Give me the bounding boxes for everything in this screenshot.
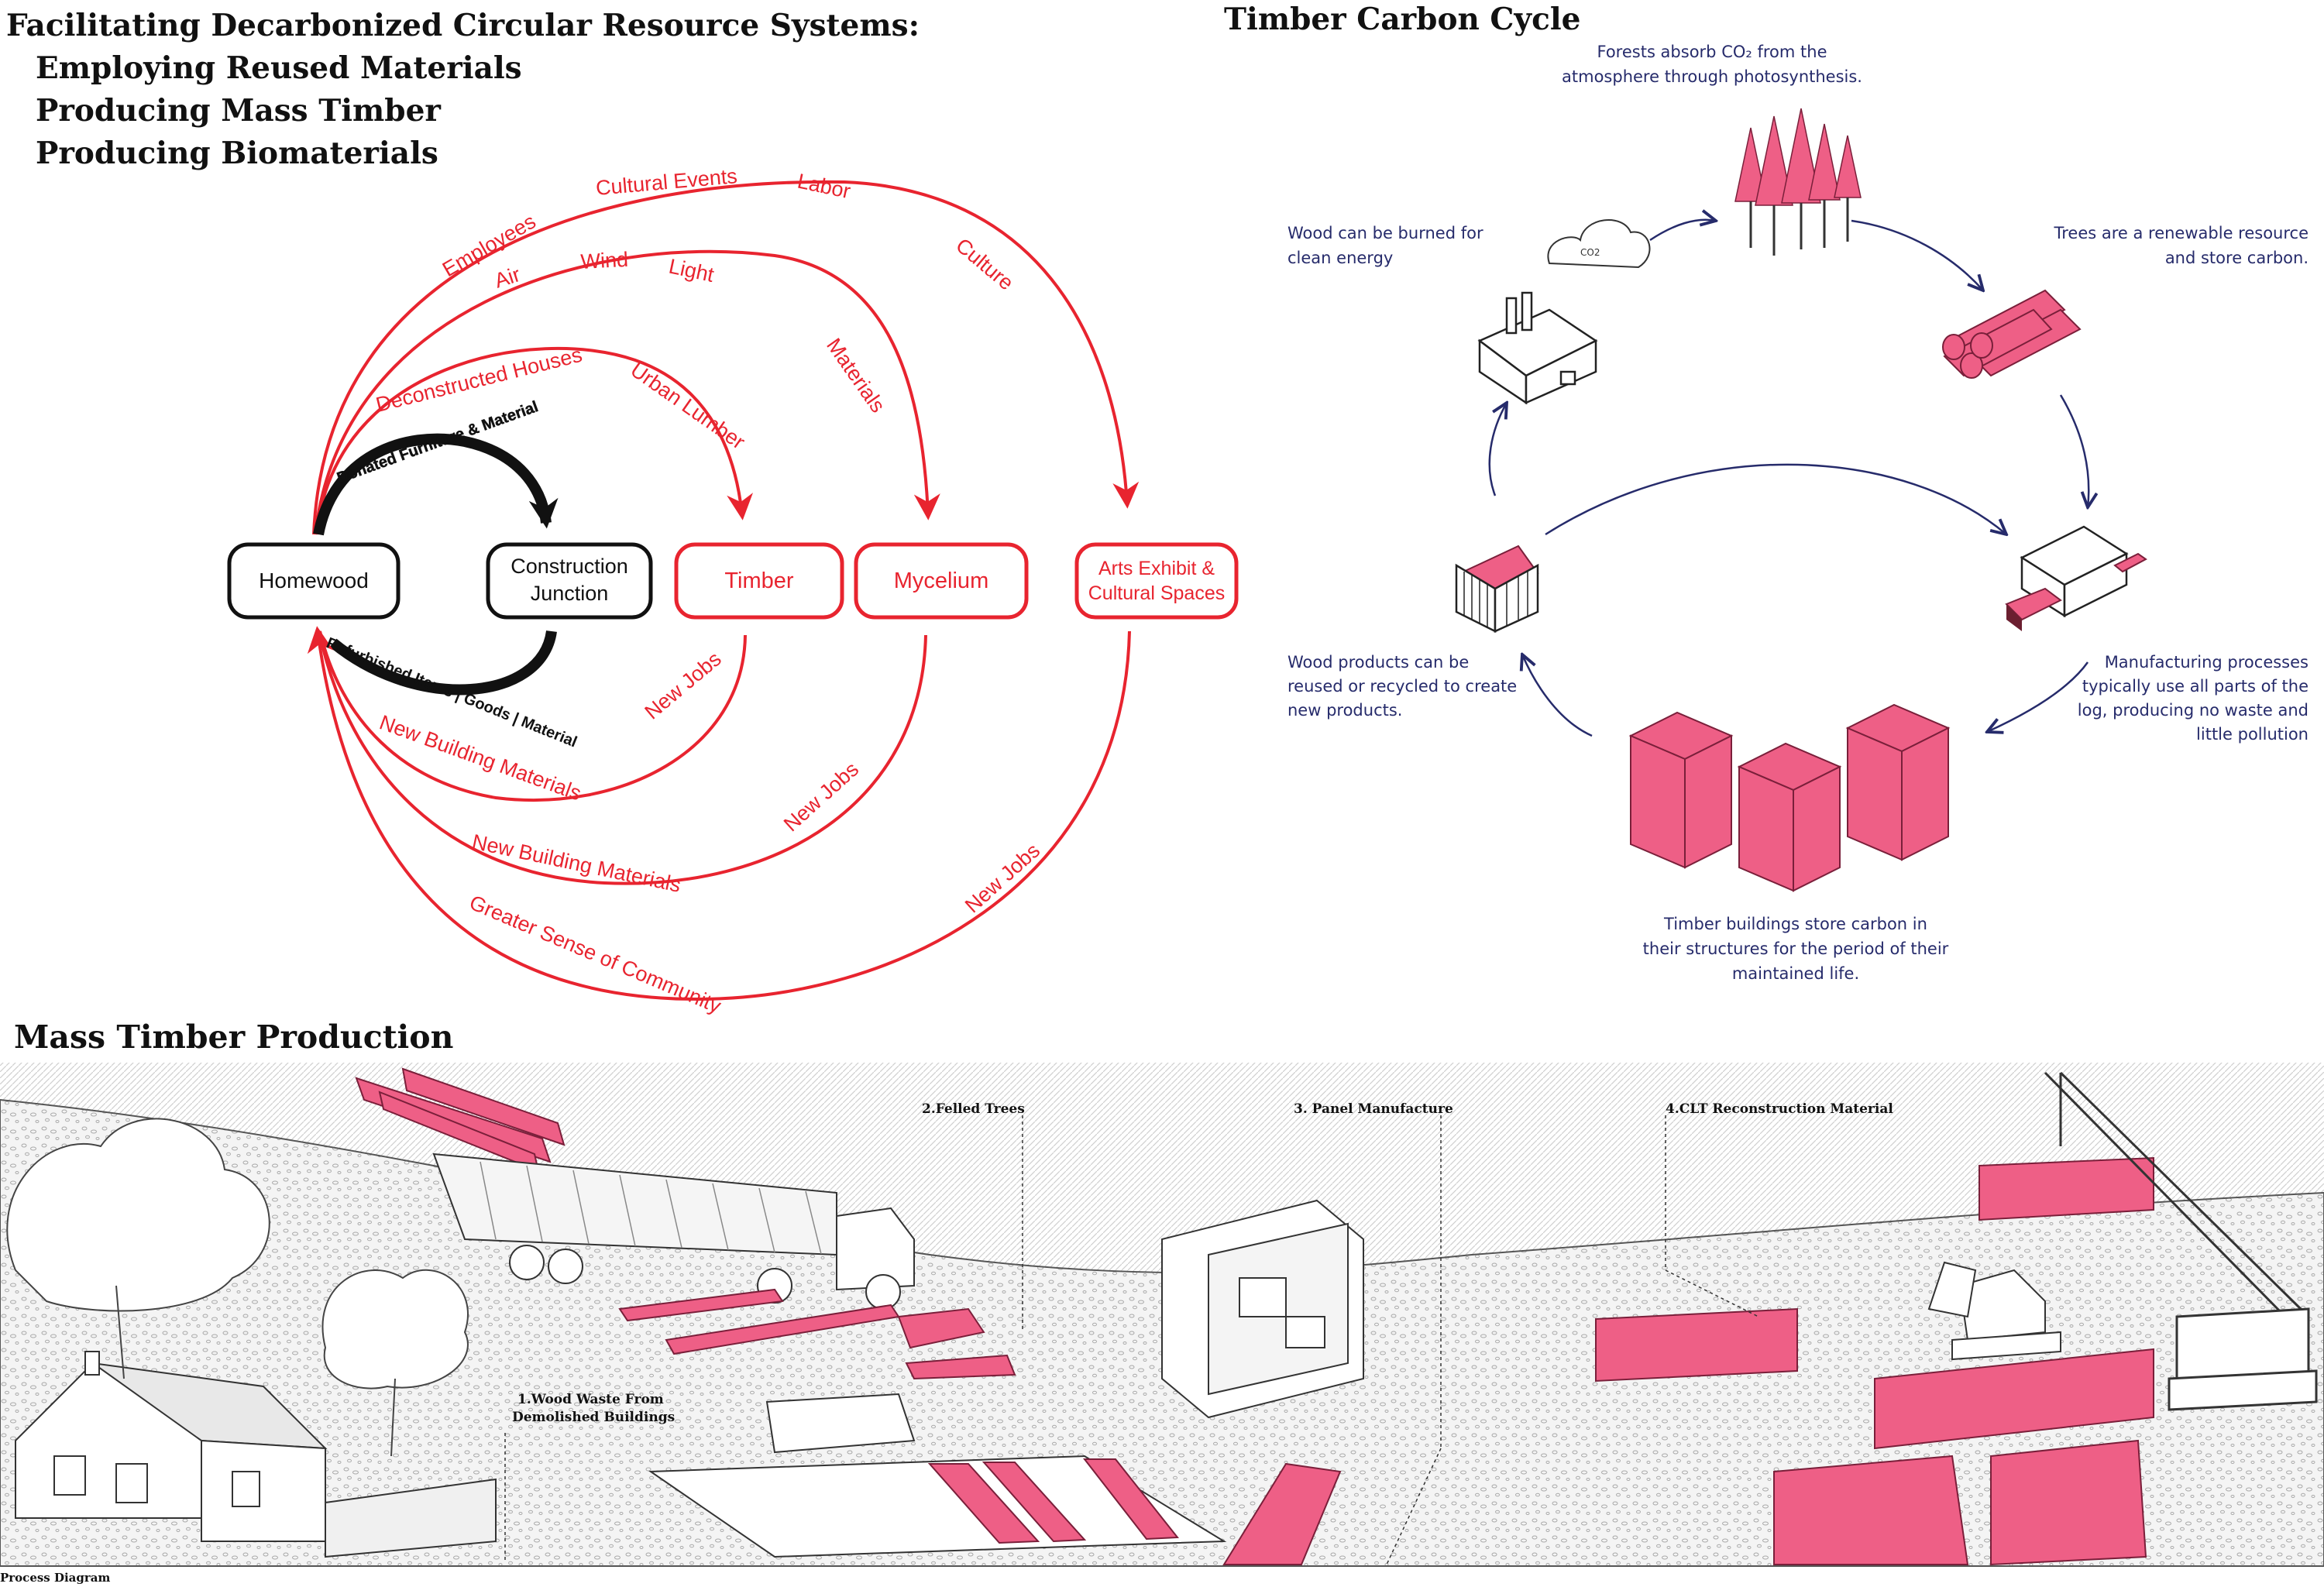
main-title: Facilitating Decarbonized Circular Resou… [6, 5, 920, 175]
step3-label: 3. Panel Manufacture [1294, 1101, 1453, 1117]
manufacturing-text-3: log, producing no waste and [2078, 701, 2309, 720]
cycle-arrow-3 [2059, 394, 2089, 507]
lumber-stack [1222, 1462, 1342, 1565]
step2-label: 2.Felled Trees [922, 1101, 1025, 1117]
carbon-cycle-diagram: CO2 [1287, 43, 2309, 983]
cycle-arrow-2 [1851, 219, 1983, 290]
node-arts: Arts Exhibit & Cultural Spaces [1074, 542, 1239, 620]
wood-products-icon [1455, 544, 1539, 634]
arc-return-timber [318, 630, 747, 802]
title-line-1: Facilitating Decarbonized Circular Resou… [6, 8, 920, 43]
arc-return-arts [307, 626, 1131, 1001]
house-illustration [15, 1351, 497, 1558]
arc-inner [315, 347, 754, 535]
renewable-text-2: and store carbon. [2165, 249, 2309, 267]
cycle-arrow-5 [1522, 654, 1593, 737]
arc-middle [314, 249, 940, 535]
buildings-text-3: maintained life. [1732, 964, 1859, 983]
forest-icon [1734, 108, 1862, 256]
incoming-logs [355, 1067, 566, 1173]
felled-trees [618, 1288, 1016, 1380]
manufacturing-text-2: typically use all parts of the [2082, 677, 2309, 696]
reused-text-3: new products. [1287, 701, 1402, 720]
arc-donated [313, 433, 559, 536]
arc-return-mycelium [318, 630, 927, 885]
carbon-cycle-title: Timber Carbon Cycle [1224, 2, 1581, 37]
excavator-illustration [1927, 1261, 2061, 1361]
trees-illustration [6, 1118, 469, 1457]
forests-text-1: Forests absorb CO₂ from the [1597, 43, 1827, 61]
clt-panels [1595, 1156, 2154, 1566]
manufacturing-text-1: Manufacturing processes [2105, 653, 2309, 672]
reused-text-2: reused or recycled to create [1287, 677, 1517, 696]
node-construction-label-2: Junction [531, 582, 609, 605]
title-line-2: Employing Reused Materials [36, 50, 522, 86]
cycle-arrow-6 [1488, 403, 1507, 496]
forests-text-2: atmosphere through photosynthesis. [1562, 67, 1862, 86]
step1-label-b: Demolished Buildings [512, 1410, 675, 1425]
title-line-4: Producing Biomaterials [36, 136, 438, 171]
node-construction-junction: Construction Junction [486, 542, 653, 620]
timber-buildings-icon [1628, 703, 1951, 892]
panel-machine [1161, 1199, 1364, 1419]
conveyor-table [648, 1393, 1227, 1558]
circular-flow-diagram: Homewood Construction Junction Timber My… [227, 164, 1239, 1018]
cloud-co2-label: CO2 [1580, 247, 1600, 258]
node-construction-label-1: Construction [511, 555, 628, 578]
process-caption: Process Diagram [0, 1571, 111, 1585]
manufacturing-text-4: little pollution [2196, 725, 2309, 744]
node-homewood-label: Homewood [259, 569, 369, 593]
renewable-text-1: Trees are a renewable resource [2053, 224, 2309, 242]
node-mycelium-label: Mycelium [894, 569, 988, 593]
cloud-icon: CO2 [1547, 219, 1651, 269]
node-arts-label-2: Cultural Spaces [1088, 582, 1225, 604]
arc-return-refurbished [329, 630, 557, 696]
buildings-text-1: Timber buildings store carbon in [1663, 915, 1927, 933]
node-arts-label-1: Arts Exhibit & [1098, 558, 1215, 579]
production-title: Mass Timber Production [14, 1018, 454, 1056]
step1-label-a: 1.Wood Waste From [517, 1392, 664, 1407]
node-mycelium: Mycelium [854, 542, 1029, 620]
arc-outer [312, 180, 1140, 535]
logs-icon [1942, 289, 2082, 379]
node-timber: Timber [674, 542, 844, 620]
cycle-arrow-7 [1545, 463, 2006, 534]
factory-icon [1477, 291, 1598, 405]
burned-text-1: Wood can be burned for [1287, 224, 1483, 242]
node-homewood: Homewood [227, 542, 401, 620]
reused-text-1: Wood products can be [1287, 653, 1469, 672]
crane-illustration [2044, 1071, 2318, 1411]
cycle-arrow-1 [1649, 220, 1716, 242]
node-timber-label: Timber [724, 569, 793, 593]
truck-illustration [432, 1152, 915, 1310]
title-line-3: Producing Mass Timber [36, 93, 441, 129]
burned-text-2: clean energy [1287, 249, 1393, 267]
step4-label: 4.CLT Reconstruction Material [1666, 1101, 1893, 1117]
buildings-text-2: their structures for the period of their [1643, 939, 1949, 958]
sawmill-icon [2005, 525, 2147, 631]
cycle-arrow-4 [1987, 661, 2089, 732]
label-wind: Wind [580, 248, 629, 273]
